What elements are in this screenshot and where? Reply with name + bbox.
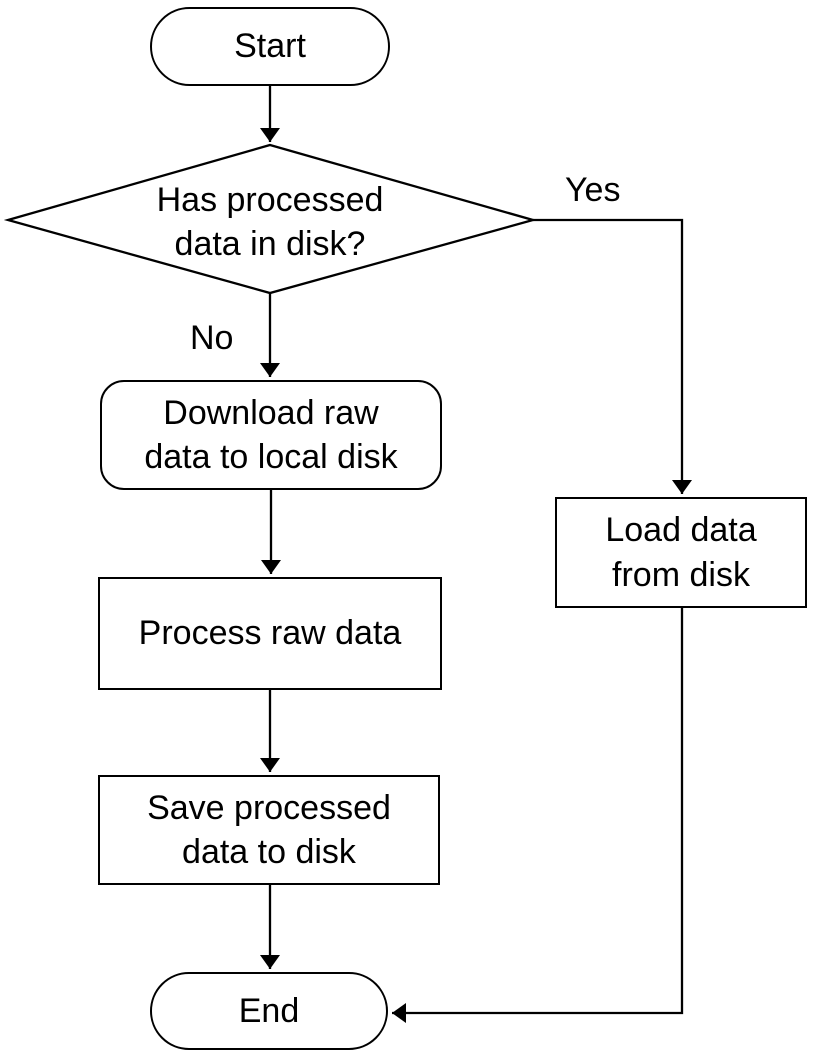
download-node-label: Download raw data to local disk [144,393,398,476]
download-node: Download raw data to local disk [100,380,442,490]
start-node: Start [150,7,390,86]
edge-load-to-end [392,608,684,1023]
process-node: Process raw data [98,577,442,690]
load-node-label: Load data from disk [605,511,757,594]
start-node-label: Start [234,27,306,66]
decision-diamond-shape [3,143,538,295]
decision-node: Has processed data in disk? [100,176,440,268]
edge-decision-to-load [533,218,692,494]
yes-branch-label: Yes [565,171,621,209]
no-branch-label: No [190,319,234,357]
save-node-label: Save processed data to disk [147,788,391,871]
process-node-label: Process raw data [138,614,402,653]
save-node: Save processed data to disk [98,775,440,885]
load-node: Load data from disk [555,497,807,608]
end-node: End [150,972,388,1050]
end-node-label: End [238,991,300,1030]
decision-node-label: Has processed data in disk? [156,180,384,263]
